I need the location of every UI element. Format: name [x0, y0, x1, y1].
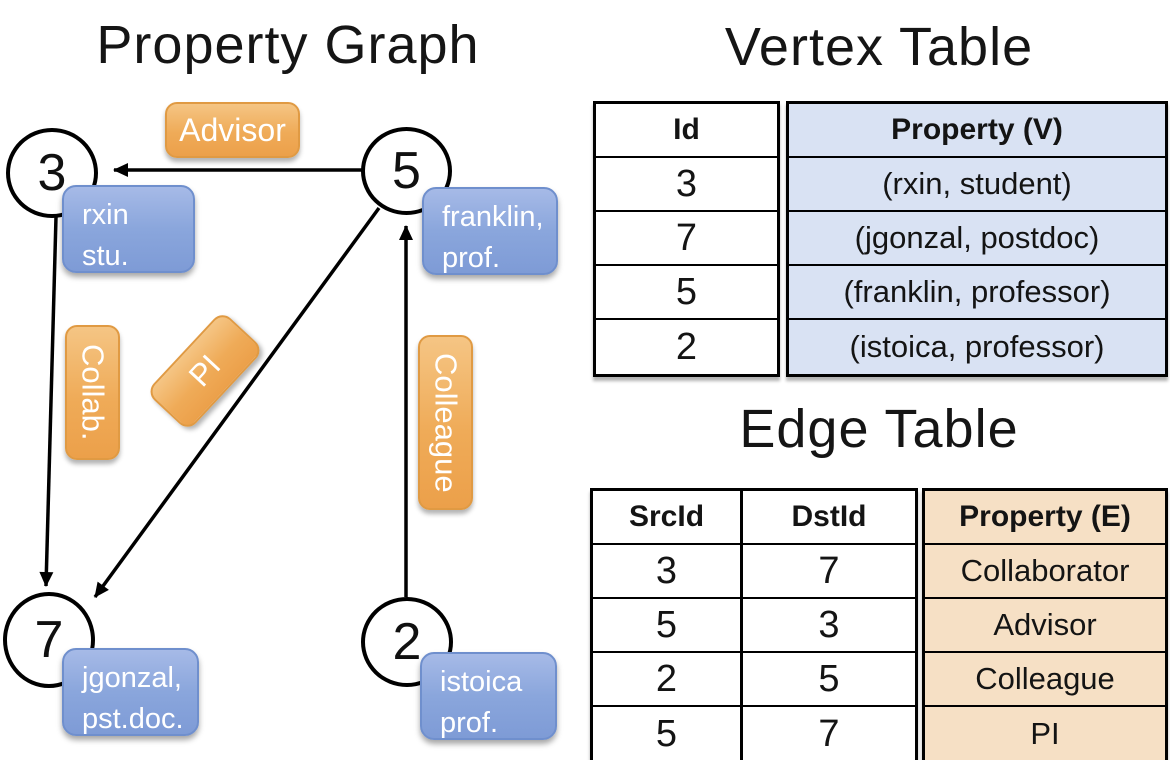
vertex-box-istoica: istoica prof. — [420, 652, 557, 740]
edge-pi-arrow-5-to-7 — [93, 206, 381, 599]
edge-table-property-header: Property (E) — [925, 491, 1165, 545]
edge-table-property-cell: PI — [925, 707, 1165, 760]
edge-table-header-row: SrcId DstId — [593, 491, 915, 545]
graph-edges-layer — [39, 163, 413, 599]
vertex-box-rxin-line1: rxin — [82, 199, 129, 231]
vertex-table-id-cell: 5 — [596, 266, 777, 320]
edge-table-title: Edge Table — [739, 399, 1019, 459]
vertex-box-franklin: franklin, prof. — [422, 187, 558, 275]
vertex-node-7-label: 7 — [34, 611, 64, 669]
vertex-table-id-cell: 7 — [596, 212, 777, 266]
vertex-table-property-cell: (rxin, student) — [789, 158, 1165, 212]
edge-label-pi-text: PI — [181, 348, 228, 394]
vertex-node-3-label: 3 — [37, 144, 67, 202]
edge-table-row: 3 7 — [593, 545, 915, 599]
edge-table-dstid-header: DstId — [791, 500, 867, 533]
vertex-table-property-cell: (istoica, professor) — [789, 320, 1165, 374]
edge-label-colleague: Colleague — [418, 335, 473, 510]
vertex-box-franklin-line1: franklin, — [442, 201, 544, 233]
vertex-node-5: 5 — [361, 127, 452, 215]
property-graph-title: Property Graph — [96, 15, 480, 75]
edge-collab-arrow-3-to-7 — [39, 216, 58, 587]
edge-label-colleague-text: Colleague — [428, 352, 464, 493]
edge-table-dst-cell: 7 — [818, 549, 840, 592]
edge-label-advisor-text: Advisor — [179, 111, 286, 148]
edge-label-collab: Collab. — [65, 325, 120, 460]
edge-table-dst-cell: 5 — [818, 657, 840, 700]
vertex-table-property-cell: (jgonzal, postdoc) — [789, 212, 1165, 266]
vertex-node-2-label: 2 — [392, 613, 422, 671]
vertex-table-id-cell: 3 — [596, 158, 777, 212]
edge-table-property-column: Property (E) Collaborator Advisor Collea… — [922, 488, 1168, 760]
vertex-table-property-header: Property (V) — [789, 104, 1165, 158]
vertex-node-2: 2 — [361, 597, 453, 687]
edge-table-dst-cell: 3 — [818, 603, 840, 646]
vertex-table-property-column: Property (V) (rxin, student) (jgonzal, p… — [786, 101, 1168, 377]
vertex-table-id-header: Id — [596, 104, 777, 158]
vertex-box-franklin-line2: prof. — [442, 242, 501, 274]
vertex-box-jgonzal: jgonzal, pst.doc. — [62, 648, 199, 736]
edge-table-src-cell: 5 — [593, 599, 743, 651]
vertex-node-5-label: 5 — [392, 142, 421, 200]
vertex-box-istoica-line1: istoica — [440, 666, 523, 698]
vertex-table-title: Vertex Table — [724, 17, 1034, 77]
vertex-box-rxin-line2: stu. — [82, 240, 129, 272]
edge-table-src-cell: 2 — [593, 653, 743, 705]
vertex-box-rxin: rxin stu. — [62, 185, 195, 273]
edge-table-src-dst-columns: SrcId DstId 3 7 5 3 2 5 5 7 — [590, 488, 918, 760]
edge-label-collab-text: Collab. — [75, 344, 111, 441]
edge-table-src-cell: 5 — [593, 707, 743, 760]
edge-table-dst-cell: 7 — [818, 712, 840, 755]
edge-table-row: 2 5 — [593, 653, 915, 707]
edge-table-srcid-header: SrcId — [593, 491, 743, 543]
vertex-table-property-cell: (franklin, professor) — [789, 266, 1165, 320]
edge-table-src-cell: 3 — [593, 545, 743, 597]
edge-table-property-cell: Collaborator — [925, 545, 1165, 599]
vertex-box-jgonzal-line1: jgonzal, — [82, 662, 182, 694]
edge-label-advisor: Advisor — [165, 102, 300, 158]
vertex-box-istoica-line2: prof. — [440, 707, 499, 739]
vertex-box-jgonzal-line2: pst.doc. — [82, 703, 184, 735]
vertex-table-id-cell: 2 — [675, 325, 698, 368]
edge-table-property-cell: Colleague — [925, 653, 1165, 707]
edge-table-row: 5 3 — [593, 599, 915, 653]
edge-table-row: 5 7 — [593, 707, 915, 760]
vertex-table-id-column: Id 3 7 5 2 — [593, 101, 780, 377]
edge-table-property-cell: Advisor — [925, 599, 1165, 653]
